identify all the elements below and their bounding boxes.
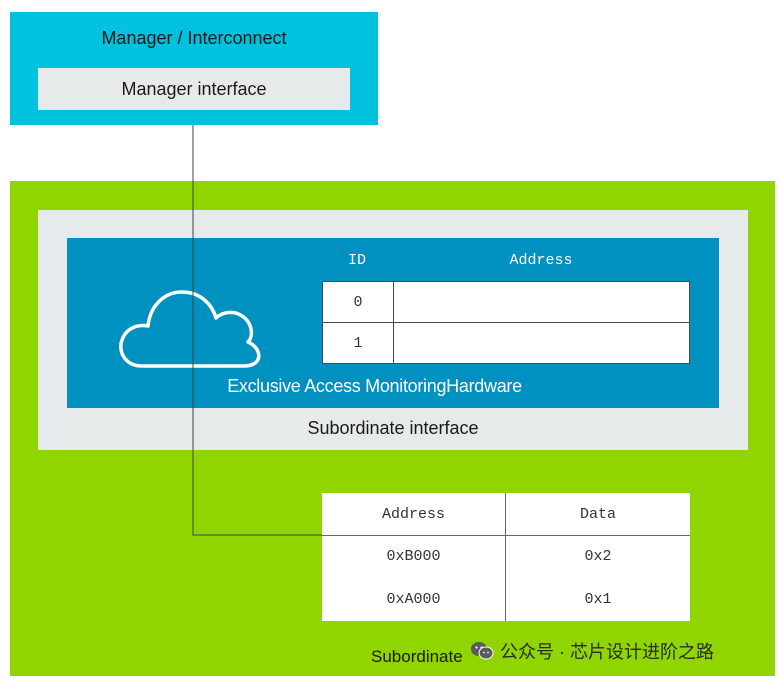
monitor-cell-id: 0: [323, 282, 394, 322]
memory-cell-address: 0xA000: [386, 591, 441, 608]
watermark: 公众号 · 芯片设计进阶之路: [470, 638, 714, 664]
manager-interface-block: Manager interface: [38, 68, 350, 110]
monitor-cell-address: [394, 323, 689, 363]
memory-cell-data: 0x2: [584, 548, 612, 565]
table-row: 0: [323, 282, 689, 323]
manager-interface-label: Manager interface: [121, 78, 267, 99]
manager-title: Manager / Interconnect: [101, 28, 287, 48]
monitor-cell-address: [394, 282, 689, 322]
subordinate-label: Subordinate: [371, 647, 463, 666]
memory-header-address: Address: [381, 506, 445, 523]
memory-cell-address: 0xB000: [386, 548, 441, 565]
monitor-header-address: Address: [509, 252, 573, 269]
monitor-label: Exclusive Access MonitoringHardware: [227, 376, 522, 396]
monitor-header-id: ID: [347, 252, 366, 269]
memory-header-data: Data: [579, 506, 616, 523]
memory-cell-data: 0x1: [584, 591, 612, 608]
monitor-table: 0 1: [322, 281, 690, 364]
memory-table-header-line: [322, 535, 690, 536]
monitor-cell-id: 1: [323, 323, 394, 363]
cloud-icon: [119, 290, 261, 368]
subordinate-interface-label: Subordinate interface: [307, 418, 479, 438]
memory-table: [322, 493, 690, 621]
table-row: 1: [323, 323, 689, 363]
wechat-icon: [471, 642, 494, 660]
watermark-text: 公众号 · 芯片设计进阶之路: [500, 642, 714, 662]
memory-table-divider: [505, 493, 506, 621]
